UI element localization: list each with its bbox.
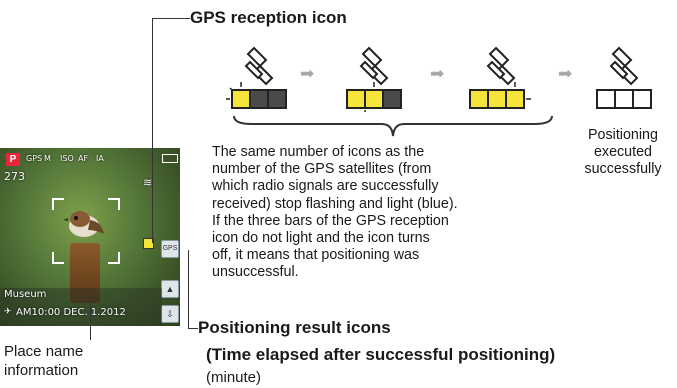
description-line: The same number of icons as the	[212, 144, 425, 160]
gps-icon-stage-2	[346, 46, 402, 112]
focus-corner	[52, 198, 64, 210]
brace	[233, 115, 553, 137]
positioning-executed-line: Positioning	[588, 127, 658, 143]
gps-icon-stage-3	[469, 46, 531, 109]
description-line: off, it means that positioning was	[212, 247, 420, 264]
focus-corner	[108, 198, 120, 210]
minute-label: (minute)	[206, 369, 262, 386]
positioning-executed-line: executed	[593, 144, 653, 161]
mountain-icon[interactable]: ▲	[161, 280, 179, 298]
positioning-executed-line: successfully	[584, 161, 662, 178]
arrow-icon: ➡	[430, 64, 445, 83]
plane-icon: ✈	[4, 307, 12, 317]
leader-line	[188, 328, 198, 329]
positioning-executed: Positioning executed successfully	[575, 127, 671, 179]
focus-corner	[108, 252, 120, 264]
ia-icon: IA	[96, 154, 104, 163]
place-name: Museum	[4, 289, 47, 300]
gps-reception-heading: GPS reception icon	[190, 8, 347, 27]
positioning-result-heading: Positioning result icons	[198, 318, 391, 337]
leader-line	[152, 18, 190, 19]
leader-line	[152, 18, 153, 243]
gps-reception-small-icon	[143, 238, 154, 249]
mode-badge: P	[6, 153, 20, 166]
gps-tag-button[interactable]: GPS	[161, 240, 179, 258]
camera-screen: P GPS M ISO AF IA 273 ≋ GPS ▲ ⇩ Museum ✈…	[0, 148, 180, 326]
focus-corner	[52, 252, 64, 264]
leader-line	[90, 298, 91, 340]
description-line: unsuccessful.	[212, 264, 299, 281]
image-size-icon: M	[44, 154, 51, 163]
description-line: which radio signals are successfully	[212, 178, 439, 195]
leader-line	[188, 250, 189, 328]
shots-remaining: 273	[4, 170, 25, 183]
battery-icon	[162, 154, 178, 163]
datetime: AM10:00 DEC. 1.2012	[16, 307, 126, 318]
af-mode-icon: AF	[78, 154, 89, 163]
place-info-bar	[0, 288, 162, 326]
time-elapsed-heading: (Time elapsed after successful positioni…	[206, 345, 556, 364]
tree-stump	[70, 243, 100, 303]
quality-icon: ISO	[60, 154, 74, 163]
caption-line: information	[4, 362, 79, 379]
arrow-icon: ➡	[558, 64, 573, 83]
exit-icon[interactable]: ⇩	[161, 305, 179, 323]
bird-image	[63, 211, 104, 237]
gps-icon: GPS	[26, 154, 43, 163]
arrow-icon: ➡	[300, 64, 315, 83]
place-name-caption: Place name information	[4, 342, 83, 380]
description: The same number of icons as the number o…	[212, 144, 458, 282]
gps-icon-stage-1	[226, 46, 287, 109]
description-line: If the three bars of the GPS reception	[212, 212, 449, 229]
stabilizer-icon: ≋	[143, 176, 153, 189]
description-line: received) stop flashing and light (blue)…	[212, 195, 458, 212]
description-line: number of the GPS satellites (from	[212, 161, 432, 178]
gps-icon-success	[596, 46, 652, 109]
description-line: icon do not light and the icon turns	[212, 230, 430, 247]
caption-line: Place name	[4, 343, 84, 360]
